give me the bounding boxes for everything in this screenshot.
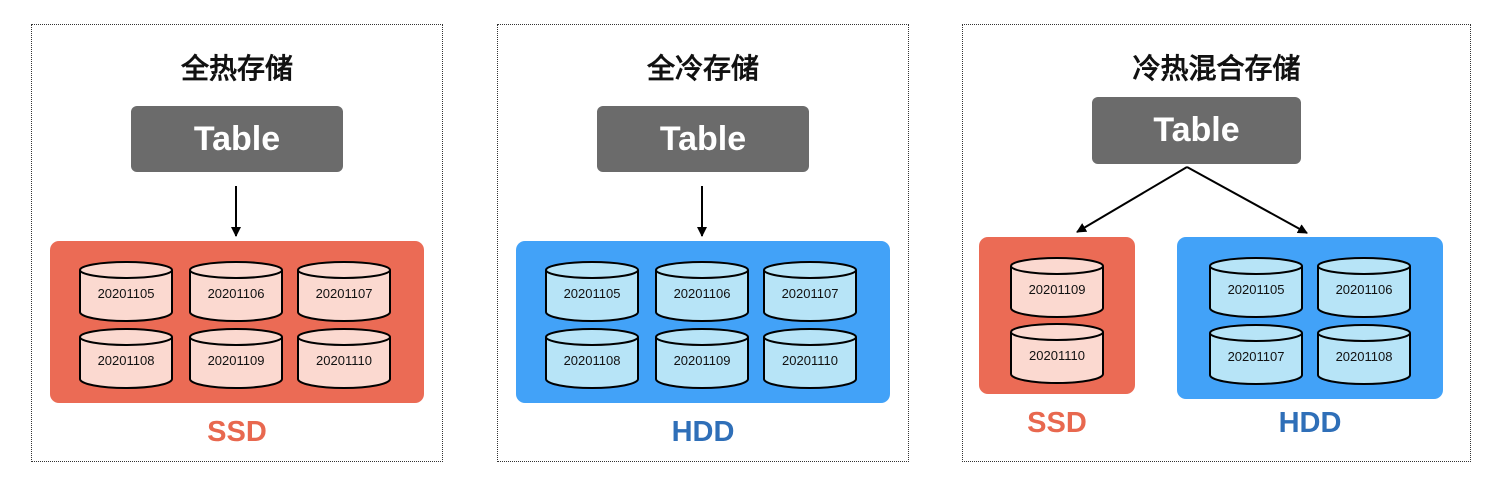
cylinder-shape <box>297 328 391 389</box>
arrow-table-to-hdd <box>1186 166 1308 234</box>
ssd-storage-box: 20201105 20201106 20201107 20201108 2020… <box>50 241 424 403</box>
partition-cylinder: 20201106 <box>188 260 284 324</box>
cylinder-shape <box>297 261 391 322</box>
partition-label: 20201110 <box>316 353 372 368</box>
cylinder-shape <box>763 261 857 322</box>
panel-title: 冷热混合存储 <box>1132 52 1301 85</box>
cylinder-shape <box>1209 257 1303 318</box>
partition-label: 20201107 <box>1227 349 1285 364</box>
cylinder-shape <box>545 328 639 389</box>
cylinder-shape <box>545 261 639 322</box>
partition-label: 20201109 <box>1028 282 1086 297</box>
storage-type-label: HDD <box>671 416 735 448</box>
partition-label: 20201110 <box>1029 348 1085 363</box>
partition-cylinder: 20201108 <box>78 327 174 391</box>
cylinder-shape <box>1010 323 1104 384</box>
cylinder-shape <box>79 261 173 322</box>
hdd-storage-box: 20201105 20201106 20201107 20201108 <box>1177 237 1443 399</box>
partition-label: 20201108 <box>97 353 155 368</box>
partition-cylinder: 20201110 <box>1009 322 1105 386</box>
partition-label: 20201107 <box>781 286 839 301</box>
cylinder-shape <box>189 328 283 389</box>
table-node: Table <box>597 106 809 172</box>
partition-cylinder: 20201110 <box>762 327 858 391</box>
cylinder-shape <box>655 328 749 389</box>
cylinder-shape <box>189 261 283 322</box>
partition-cylinder: 20201107 <box>762 260 858 324</box>
cylinder-shape <box>655 261 749 322</box>
partition-cylinder: 20201107 <box>1208 323 1304 387</box>
partition-label: 20201105 <box>563 286 621 301</box>
partition-label: 20201105 <box>97 286 155 301</box>
partition-cylinder: 20201109 <box>654 327 750 391</box>
storage-type-label: HDD <box>1278 407 1342 439</box>
panel-all-hot: 全热存储 Table 20201105 20201106 20201107 20… <box>31 24 443 462</box>
cylinder-shape <box>1209 324 1303 385</box>
cylinder-shape <box>1317 257 1411 318</box>
partition-cylinder: 20201105 <box>78 260 174 324</box>
partition-label: 20201106 <box>673 286 731 301</box>
cylinder-shape <box>79 328 173 389</box>
arrow-table-to-ssd <box>1076 166 1188 233</box>
panel-all-cold: 全冷存储 Table 20201105 20201106 20201107 20… <box>497 24 909 462</box>
ssd-storage-box: 20201109 20201110 <box>979 237 1135 394</box>
partition-cylinder: 20201106 <box>654 260 750 324</box>
partition-cylinder: 20201106 <box>1316 256 1412 320</box>
panel-title: 全热存储 <box>180 52 293 85</box>
storage-type-label: SSD <box>207 416 267 448</box>
storage-type-label: SSD <box>1027 407 1087 439</box>
panel-title: 全冷存储 <box>646 52 759 85</box>
partition-cylinder: 20201110 <box>296 327 392 391</box>
partition-label: 20201106 <box>207 286 265 301</box>
partition-cylinder: 20201108 <box>544 327 640 391</box>
partition-label: 20201106 <box>1335 282 1393 297</box>
partition-label: 20201107 <box>315 286 373 301</box>
partition-label: 20201105 <box>1227 282 1285 297</box>
cylinder-shape <box>763 328 857 389</box>
table-node: Table <box>131 106 343 172</box>
hdd-storage-box: 20201105 20201106 20201107 20201108 2020… <box>516 241 890 403</box>
partition-cylinder: 20201109 <box>188 327 284 391</box>
cylinder-shape <box>1317 324 1411 385</box>
partition-cylinder: 20201105 <box>544 260 640 324</box>
table-node: Table <box>1092 97 1301 164</box>
partition-cylinder: 20201108 <box>1316 323 1412 387</box>
partition-cylinder: 20201109 <box>1009 256 1105 320</box>
partition-label: 20201110 <box>782 353 838 368</box>
partition-label: 20201109 <box>207 353 265 368</box>
partition-label: 20201108 <box>1335 349 1393 364</box>
cylinder-shape <box>1010 257 1104 318</box>
partition-label: 20201108 <box>563 353 621 368</box>
panel-hybrid: 冷热混合存储 Table 20201109 20201110 20201105 … <box>962 24 1471 462</box>
partition-cylinder: 20201107 <box>296 260 392 324</box>
partition-cylinder: 20201105 <box>1208 256 1304 320</box>
partition-label: 20201109 <box>673 353 731 368</box>
